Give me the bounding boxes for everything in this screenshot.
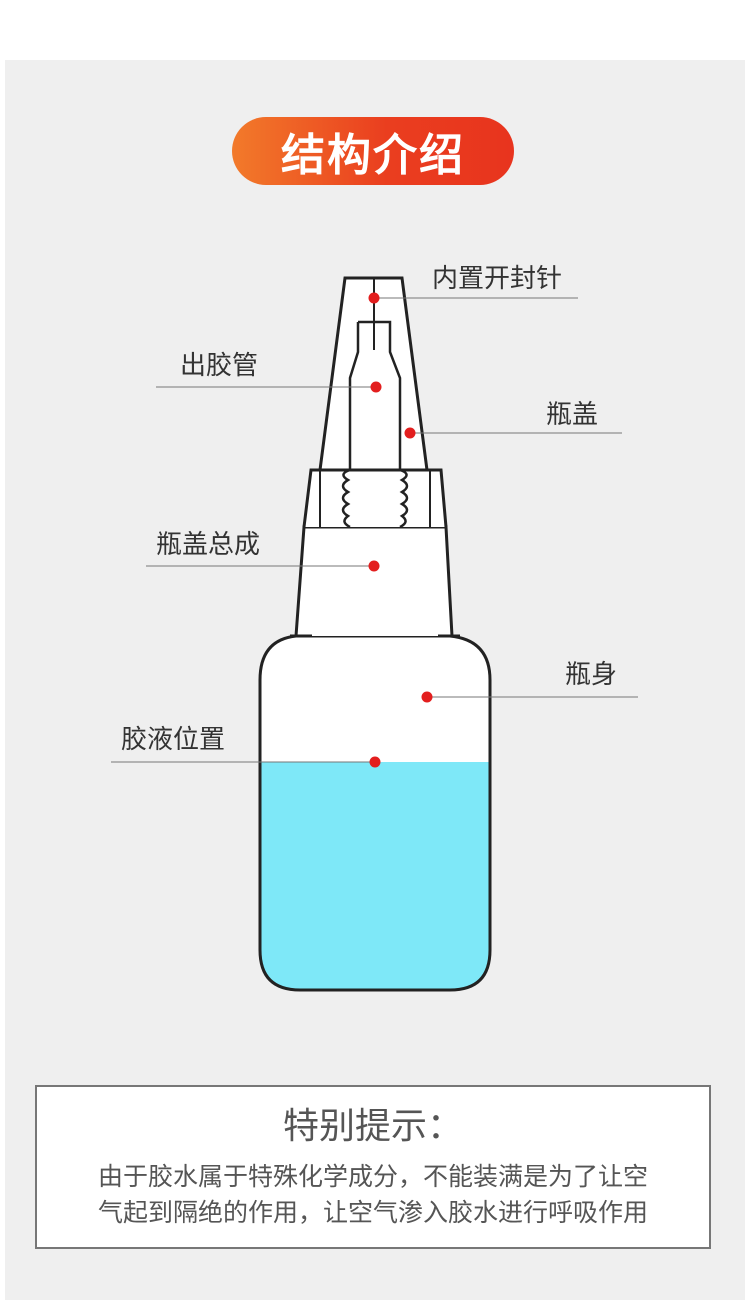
section-title: 结构介绍 xyxy=(232,117,514,185)
notice-title: 特别提示： xyxy=(282,1106,463,1147)
label-cap: 瓶盖 xyxy=(546,400,599,430)
notice-box: 特别提示： 由于胶水属于特殊化学成分，不能装满是为了让空 气起到隔绝的作用，让空… xyxy=(35,1085,711,1249)
nozzle-tube xyxy=(320,278,430,529)
cap-assembly xyxy=(290,468,460,638)
bottle-body xyxy=(258,634,492,992)
marker-body xyxy=(421,691,433,703)
marker-cap-assembly xyxy=(368,560,380,572)
label-needle: 内置开封针 xyxy=(432,264,563,294)
label-nozzle: 出胶管 xyxy=(180,351,259,381)
glue-liquid xyxy=(260,762,490,990)
label-body: 瓶身 xyxy=(565,660,618,690)
label-glue-level: 胶液位置 xyxy=(121,725,226,755)
marker-cap xyxy=(404,427,416,439)
label-cap-assembly: 瓶盖总成 xyxy=(156,530,261,560)
marker-nozzle xyxy=(370,381,382,393)
leader-lines xyxy=(111,297,638,763)
notice-body: 由于胶水属于特殊化学成分，不能装满是为了让空 气起到隔绝的作用，让空气渗入胶水进… xyxy=(57,1159,689,1231)
marker-glue-level xyxy=(369,756,381,768)
notice-line-2: 气起到隔绝的作用，让空气渗入胶水进行呼吸作用 xyxy=(97,1198,648,1227)
notice-line-1: 由于胶水属于特殊化学成分，不能装满是为了让空 xyxy=(97,1162,648,1191)
marker-needle xyxy=(368,292,380,304)
